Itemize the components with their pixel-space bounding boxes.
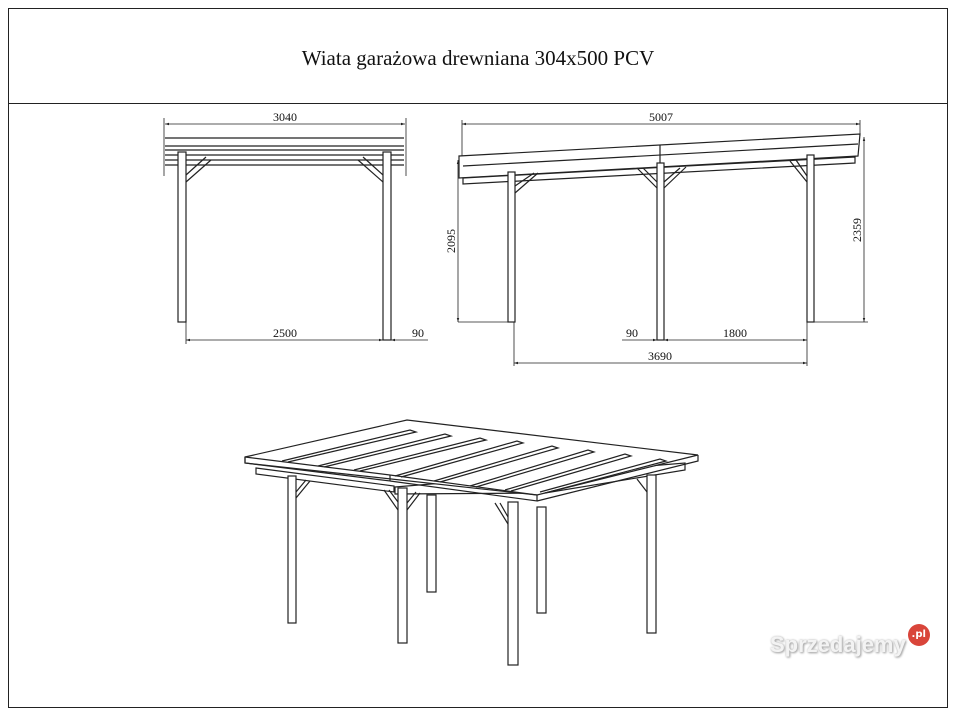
- post-front-left: [287, 475, 297, 624]
- dim-3040: 3040: [273, 110, 297, 124]
- side-view: 5007 2095 2359 90 1800 3690: [444, 110, 868, 366]
- dim-3690: 3690: [648, 349, 672, 363]
- roof-slats: [281, 429, 669, 494]
- side-post-left: [507, 171, 516, 323]
- dim-2359: 2359: [850, 218, 864, 242]
- post-back-right: [646, 474, 657, 634]
- dim-2500: 2500: [273, 326, 297, 340]
- perspective-view: [244, 419, 699, 666]
- title-block: Wiata garażowa drewniana 304x500 PCV: [8, 8, 948, 104]
- side-post-middle: [656, 162, 665, 341]
- front-view: 3040 2500 90: [163, 110, 428, 344]
- post-front-middle: [397, 487, 408, 644]
- dim-2095: 2095: [444, 229, 458, 253]
- side-post-right: [806, 154, 815, 323]
- watermark-logo: Sprzedajemy: [770, 632, 906, 657]
- drawing-title: Wiata garażowa drewniana 304x500 PCV: [301, 46, 655, 70]
- post-front-right: [507, 501, 519, 666]
- dim-90-side: 90: [626, 326, 638, 340]
- dim-90-front: 90: [412, 326, 424, 340]
- technical-drawing: 3040 2500 90 5007 2095: [163, 110, 868, 666]
- front-post-right: [382, 151, 392, 341]
- dim-5007: 5007: [649, 110, 673, 124]
- dim-1800: 1800: [723, 326, 747, 340]
- watermark: Sprzedajemy .pl: [770, 624, 930, 658]
- watermark-badge: .pl: [907, 624, 930, 646]
- front-post-left: [177, 151, 187, 323]
